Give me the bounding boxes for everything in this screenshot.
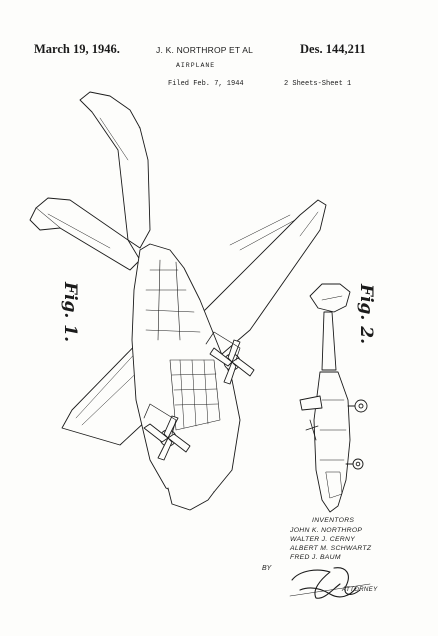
inventor-name: WALTER J. CERNY [290, 536, 356, 543]
inventor-name: FRED J. BAUM [290, 554, 341, 561]
attorney-signature [289, 567, 371, 599]
patent-date: March 19, 1946. [34, 42, 120, 56]
sheet-count: 2 Sheets-Sheet 1 [284, 80, 352, 88]
inventor-name: JOHN K. NORTHROP [290, 527, 363, 534]
inventor-name: ALBERT M. SCHWARTZ [290, 545, 372, 552]
figure-1-airplane-perspective [29, 91, 327, 511]
figure-2-airplane-side-view [299, 283, 368, 513]
inventor-short-name: J. K. NORTHROP ET AL [156, 45, 254, 55]
by-label: BY [262, 565, 272, 572]
propeller-right [209, 339, 255, 385]
attorney-label: ATTORNEY [342, 586, 378, 593]
propeller-left [143, 415, 191, 461]
inventors-heading: INVENTORS [312, 517, 355, 524]
filed-date: Filed Feb. 7, 1944 [168, 80, 244, 88]
patent-title: AIRPLANE [176, 62, 216, 69]
patent-number: Des. 144,211 [300, 42, 366, 56]
